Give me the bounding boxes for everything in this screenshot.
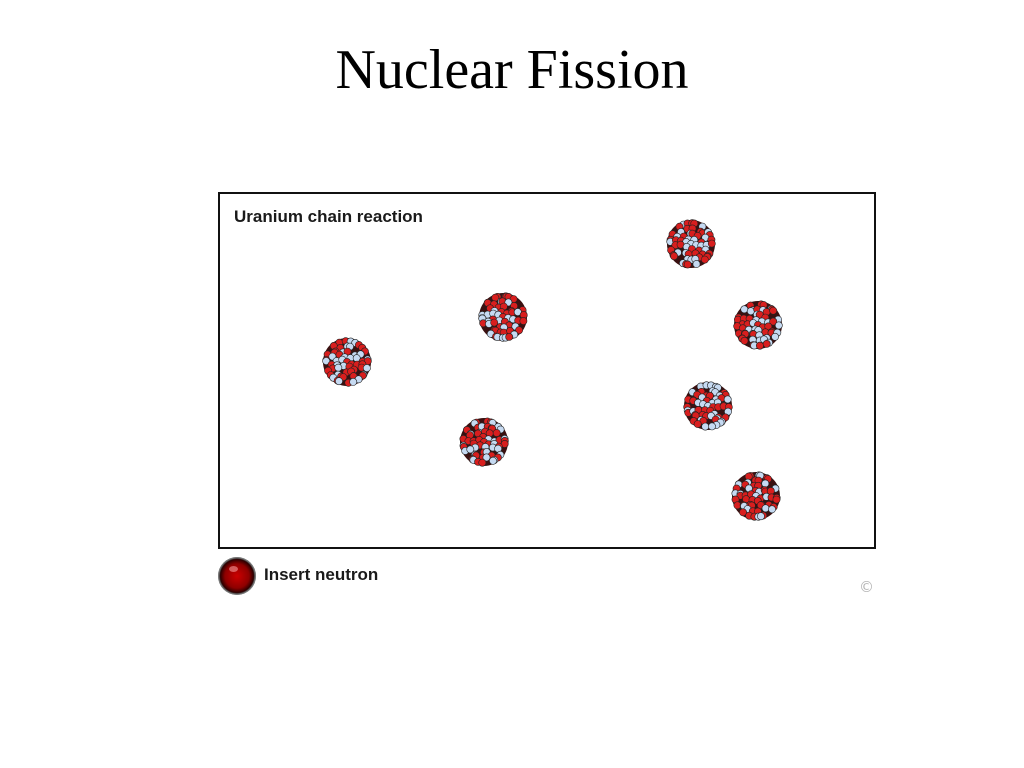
uranium-nucleus[interactable]: [321, 336, 373, 388]
nucleus-graphic: [322, 337, 372, 387]
uranium-nucleus[interactable]: [477, 291, 529, 343]
uranium-nucleus[interactable]: [730, 470, 782, 522]
insert-neutron-label: Insert neutron: [264, 565, 379, 584]
uranium-nucleus[interactable]: [732, 299, 784, 351]
simulation-heading: Uranium chain reaction: [234, 207, 423, 226]
nucleus-graphic: [666, 219, 716, 269]
nucleus-graphic: [683, 381, 733, 431]
uranium-nucleus[interactable]: [665, 218, 717, 270]
slide-title: Nuclear Fission: [335, 39, 689, 101]
uranium-nucleus[interactable]: [458, 416, 510, 468]
insert-neutron-button[interactable]: [218, 557, 256, 595]
nucleus-graphic: [478, 292, 528, 342]
nucleus-graphic: [459, 417, 509, 467]
copyright-symbol: ©: [859, 578, 874, 596]
simulation-panel[interactable]: Uranium chain reaction: [218, 192, 876, 549]
nucleus-graphic: [733, 300, 783, 350]
uranium-nucleus[interactable]: [682, 380, 734, 432]
nucleus-graphic: [731, 471, 781, 521]
